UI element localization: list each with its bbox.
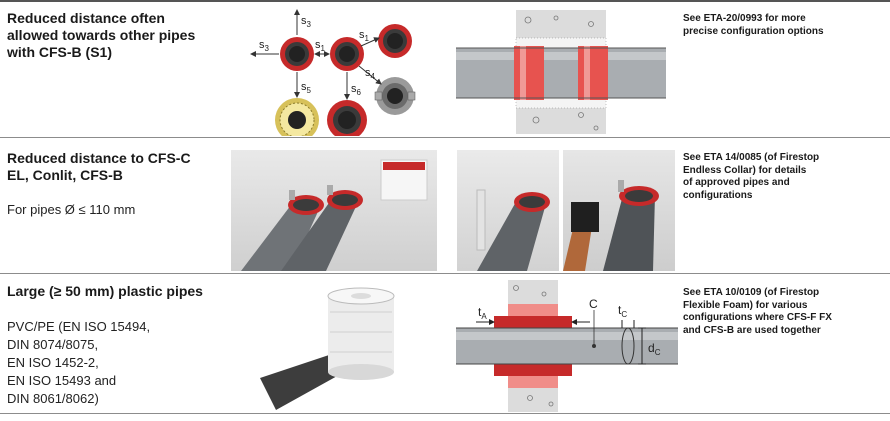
row-reduced-distance-pipes: Reduced distance often allowed towards o… (0, 0, 890, 139)
label-tA-sub: A (481, 312, 487, 321)
label-s5: 5 (307, 86, 312, 95)
row2-body-line: For pipes Ø ≤ 110 mm (7, 202, 136, 217)
pipe-right (330, 37, 364, 71)
label-tA: t (478, 305, 482, 319)
photo-two-pipes-with-collars (231, 150, 437, 271)
row3-body-line: PVC/PE (EN ISO 15494, (7, 319, 151, 334)
row2-note: See ETA 14/0085 (of Firestop Endless Col… (683, 152, 883, 202)
row3-note-line: configurations where CFS-F FX (683, 312, 832, 323)
pipe-far-right (378, 24, 412, 58)
label-s4: 4 (371, 72, 376, 81)
label-s1b: 1 (321, 44, 326, 53)
svg-text:s5: s5 (301, 81, 312, 95)
label-dC: d (648, 341, 655, 355)
table-top-rule (0, 0, 890, 2)
row1-title-line: allowed towards other pipes (7, 27, 196, 43)
row2-body: For pipes Ø ≤ 110 mm (7, 201, 135, 219)
row3-body-line: EN ISO 15493 and (7, 373, 117, 388)
row3-note-line: See ETA 10/0109 (of Firestop (683, 287, 820, 298)
row3-body-line: DIN 8061/8062) (7, 391, 99, 406)
row3-body: PVC/PE (EN ISO 15494, DIN 8074/8075, EN … (7, 318, 150, 408)
label-C: C (589, 297, 598, 311)
row1-note-line: See ETA-20/0993 for more (683, 13, 806, 24)
row2-title-line: Reduced distance to CFS-C (7, 150, 191, 166)
row2-note-line: Endless Collar) for details (683, 164, 807, 176)
pipe-center (280, 37, 314, 71)
label-tC: t (618, 303, 622, 317)
row1-title-line: Reduced distance often (7, 10, 165, 26)
row2-title-line: EL, Conlit, CFS-B (7, 167, 123, 183)
row3-note-line: and CFS-B are used together (683, 324, 821, 336)
svg-text:dC: dC (648, 341, 661, 357)
svg-text:s4: s4 (365, 67, 376, 81)
photo-pipe-with-collar (457, 150, 559, 271)
svg-text:tC: tC (618, 303, 627, 319)
row-divider (0, 137, 890, 138)
foam-penetration-section: tA C tC dC (456, 280, 678, 412)
row1-title-line: with CFS-B (S1) (7, 44, 112, 60)
wall-penetration-drawing (456, 10, 666, 134)
row3-body-line: DIN 8074/8075, (7, 337, 99, 352)
row2-note-line: of approved pipes and (683, 177, 790, 188)
row1-note-line: precise configuration options (683, 25, 824, 37)
row3-note-line: Flexible Foam) for various (683, 299, 808, 311)
row-divider (0, 273, 890, 274)
label-dC-sub: C (655, 348, 661, 357)
row2-title: Reduced distance to CFS-C EL, Conlit, CF… (7, 150, 191, 184)
svg-text:s3: s3 (259, 39, 270, 53)
svg-text:s3: s3 (301, 15, 312, 29)
row2-note-line: See ETA 14/0085 (of Firestop (683, 152, 820, 163)
row1-title: Reduced distance often allowed towards o… (7, 10, 195, 61)
pipe-lower-left-insulated (275, 98, 319, 136)
row3-title: Large (≥ 50 mm) plastic pipes (7, 283, 203, 300)
label-s3b: 3 (265, 44, 270, 53)
row3-body-line: EN ISO 1452-2, (7, 355, 99, 370)
svg-text:s1: s1 (315, 39, 326, 53)
row3-note: See ETA 10/0109 (of Firestop Flexible Fo… (683, 287, 883, 337)
label-s3a: 3 (307, 20, 312, 29)
row-large-plastic-pipes: Large (≥ 50 mm) plastic pipes PVC/PE (EN… (0, 274, 890, 414)
label-tC-sub: C (621, 310, 627, 319)
row3-title-line: Large (≥ 50 mm) plastic pipes (7, 283, 203, 299)
pipe-grey-collar (374, 77, 416, 115)
pipe-spacing-diagram: s3 s3 s1 s1 s4 s5 s6 (250, 9, 416, 136)
svg-text:s1: s1 (359, 29, 370, 43)
label-s1c: 1 (365, 34, 370, 43)
svg-text:s6: s6 (351, 83, 362, 97)
svg-text:tA: tA (478, 305, 487, 321)
flexible-foam-roll (260, 287, 395, 410)
pipe-lower-center (327, 100, 367, 136)
table-bottom-rule (0, 413, 890, 414)
row1-note: See ETA-20/0993 for more precise configu… (683, 13, 883, 38)
label-s6: 6 (357, 88, 362, 97)
row-reduced-distance-collars: Reduced distance to CFS-C EL, Conlit, CF… (0, 139, 890, 274)
photo-copper-and-plastic-pipes (563, 150, 675, 271)
row2-note-line: configurations (683, 189, 753, 201)
